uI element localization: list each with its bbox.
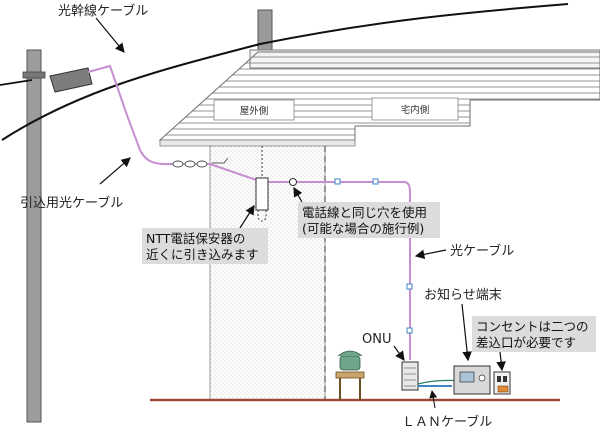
chimney <box>258 10 272 52</box>
trunk-cable-arrow <box>96 18 124 52</box>
hole-callout-line2: (可能な場合の施行例) <box>302 221 424 236</box>
power-outlet <box>494 372 510 394</box>
outlet-callout-line2: 差込口が必要です <box>476 335 576 350</box>
closure-box <box>50 68 92 92</box>
drop-cable-label: 引込用光ケーブル <box>20 195 123 211</box>
ntt-protector <box>256 178 268 210</box>
ntt-callout-line2: 近くに引き込みます <box>146 247 259 262</box>
onu-label: ONU <box>362 332 391 347</box>
optical-cable-arrow <box>416 250 446 256</box>
roof-eave <box>160 140 355 146</box>
outlet-callout-arrow <box>500 352 502 370</box>
optical-cable-label: 光ケーブル <box>450 243 514 259</box>
cable-clamps <box>173 161 207 167</box>
trunk-cable-label: 光幹線ケーブル <box>58 3 148 19</box>
onu-arrow <box>394 346 404 360</box>
notice-terminal-label: お知らせ端末 <box>424 287 502 303</box>
onu-device <box>402 362 418 390</box>
ntt-callout-line1: NTT電話保安器の <box>146 231 245 246</box>
outdoor-label: 屋外側 <box>240 105 269 117</box>
pole-band <box>23 72 45 78</box>
hole-callout-line1: 電話線と同じ穴を使用 <box>302 205 427 220</box>
telephone-icon <box>336 351 364 400</box>
wall-entry-point <box>290 179 297 186</box>
utility-pole <box>27 50 41 422</box>
outlet-callout-line1: コンセントは二つの <box>476 319 589 334</box>
notice-terminal-arrow <box>462 304 468 360</box>
notice-terminal-device <box>454 366 490 394</box>
indoor-label: 宅内側 <box>401 104 430 116</box>
roof <box>160 52 600 140</box>
drop-cable-arrow <box>100 158 130 184</box>
lan-cable-label: ＬＡＮケーブル <box>402 414 492 430</box>
